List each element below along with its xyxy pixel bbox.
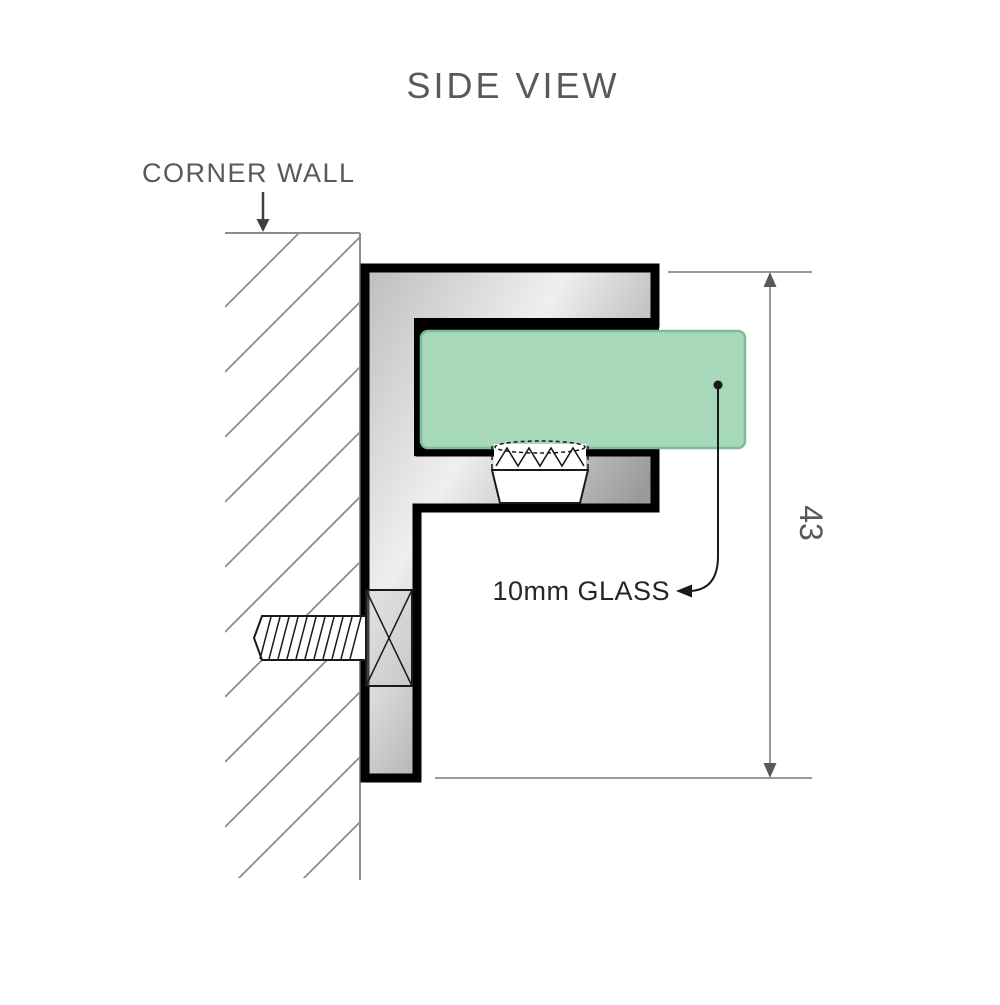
corner-wall-arrow — [256, 192, 270, 232]
glass-panel — [419, 329, 747, 450]
diagram-title: SIDE VIEW — [406, 65, 619, 106]
glass-leader-arrowhead — [676, 584, 692, 598]
corner-wall-label: CORNER WALL — [142, 158, 356, 188]
glass-callout: 10mm GLASS — [492, 380, 723, 606]
corner-wall-arrowhead — [256, 219, 270, 232]
grub-screw-thread-outline — [494, 440, 586, 454]
grub-screw — [490, 440, 590, 504]
glass-leader-line — [687, 385, 719, 592]
grub-screw-threads — [495, 446, 585, 468]
dimension-arrowhead-bottom — [763, 763, 777, 778]
grub-screw-body — [490, 469, 590, 504]
fixing-screw — [252, 589, 413, 687]
dimension-label: 43 — [793, 505, 829, 541]
screw-head — [365, 589, 413, 687]
dimension-arrowhead-top — [763, 272, 777, 287]
wall-hatch-lines — [225, 233, 360, 878]
wall — [225, 232, 361, 880]
dimension: 43 — [435, 271, 829, 779]
screw-head-cross-2 — [365, 589, 413, 687]
wall-hatching — [225, 233, 360, 878]
screw-threads — [259, 616, 362, 660]
glass-label: 10mm GLASS — [492, 576, 670, 606]
